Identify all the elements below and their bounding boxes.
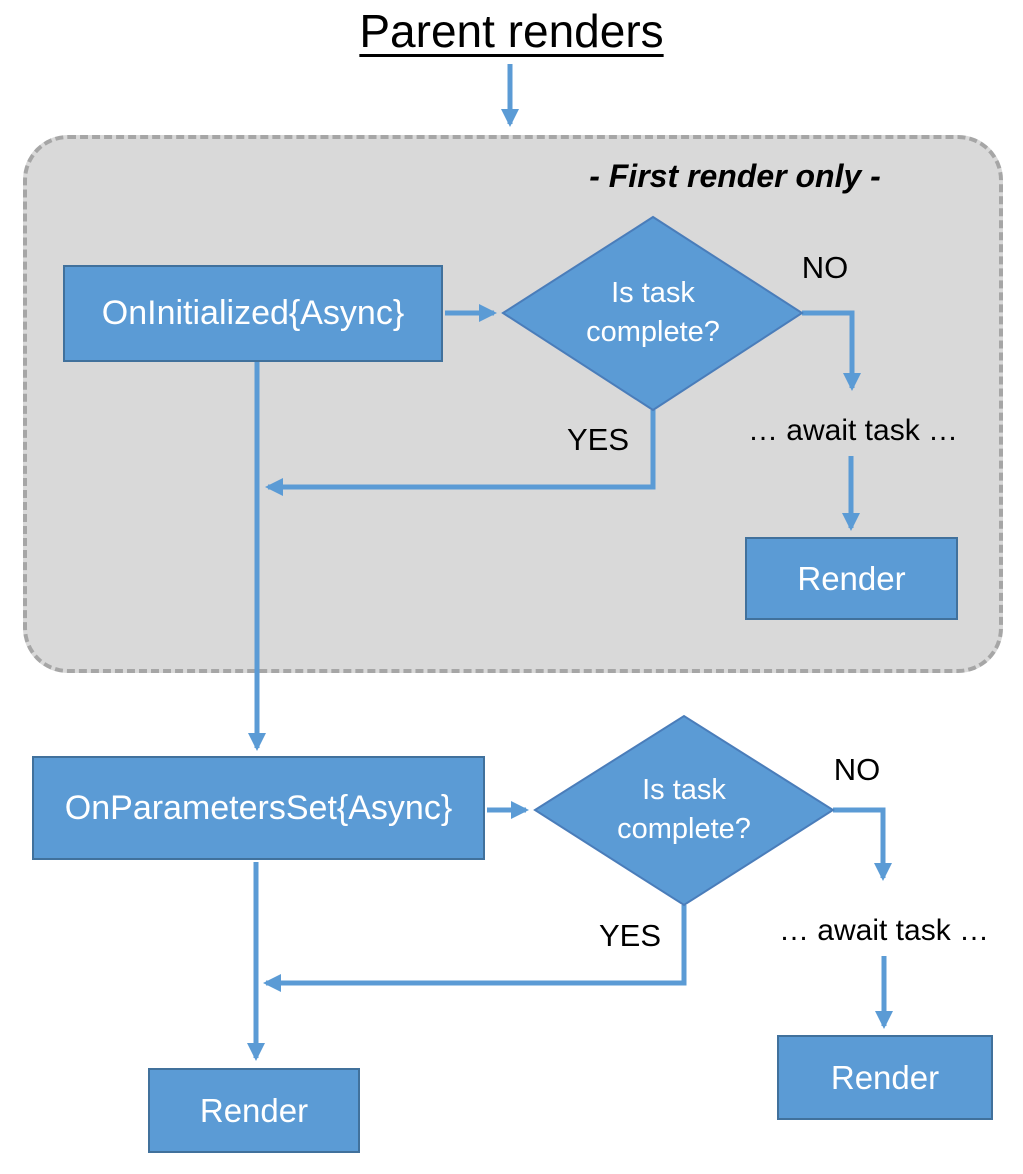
node-render-params-no: Render [777, 1035, 993, 1120]
page-title: Parent renders [359, 5, 664, 57]
label-params-await-task: … await task … [778, 914, 990, 947]
connector-params-no-to-await [833, 807, 892, 881]
node-render-first-no: Render [745, 537, 958, 620]
node-oninitialized: OnInitialized{Async} [63, 265, 443, 362]
label-first-no: NO [801, 250, 849, 285]
decision-first-render-text: Is task complete? [553, 274, 753, 352]
label-first-yes: YES [566, 422, 630, 457]
label-params-yes: YES [598, 918, 662, 953]
decision-params-text: Is task complete? [584, 771, 784, 849]
decision-first-render-line1: Is task [611, 277, 695, 309]
node-render-final: Render [148, 1068, 360, 1153]
first-render-only-label: - First render only - [589, 158, 881, 194]
decision-params-line2: complete? [617, 813, 751, 845]
decision-params-line1: Is task [642, 774, 726, 806]
label-first-await-task: … await task … [747, 414, 959, 447]
label-params-no: NO [833, 752, 881, 787]
decision-first-render-line2: complete? [586, 316, 720, 348]
node-onparametersset: OnParametersSet{Async} [32, 756, 485, 860]
